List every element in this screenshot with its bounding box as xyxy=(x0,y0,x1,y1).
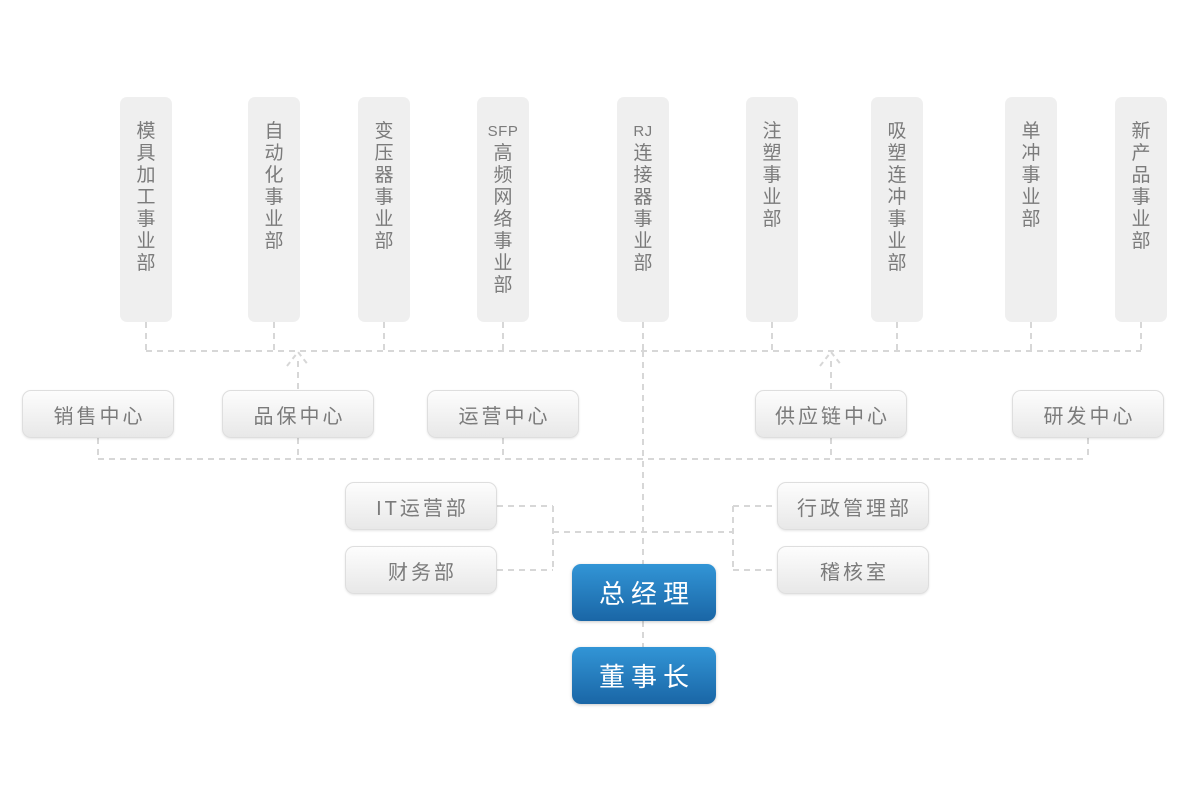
vertical-label-segment: 变 xyxy=(374,121,394,142)
vertical-label-segment: 部 xyxy=(1021,209,1041,230)
vertical-label-segment: 事 xyxy=(633,209,653,230)
vertical-label-segment: 网 xyxy=(493,187,513,208)
vertical-label-segment: 冲 xyxy=(887,187,907,208)
department-node-admin-label: 行政管理部 xyxy=(797,497,912,520)
division-node-sfp: SFP 高频网络事业部 xyxy=(477,97,529,322)
vertical-label-segment: 加 xyxy=(136,165,156,186)
vertical-label-segment: 部 xyxy=(493,275,513,296)
department-node-audit: 稽核室 xyxy=(777,546,929,594)
vertical-label-segment: 吸 xyxy=(887,121,907,142)
center-node-rnd: 研发中心 xyxy=(1012,390,1164,438)
division-node-automation: 自动化事业部 xyxy=(248,97,300,322)
vertical-label-segment: 事 xyxy=(374,187,394,208)
vertical-label-segment: 塑 xyxy=(762,143,782,164)
vertical-label-segment: 化 xyxy=(264,165,284,186)
vertical-label-segment: 冲 xyxy=(1021,143,1041,164)
vertical-label-segment: 事 xyxy=(762,165,782,186)
department-node-finance-label: 财务部 xyxy=(388,561,457,584)
center-node-operations: 运营中心 xyxy=(427,390,579,438)
center-node-sales: 销售中心 xyxy=(22,390,174,438)
division-node-injection: 注塑事业部 xyxy=(746,97,798,322)
vertical-label-segment: 连 xyxy=(633,143,653,164)
department-node-audit-label: 稽核室 xyxy=(820,561,889,584)
executive-node-general-manager: 总经理 xyxy=(572,564,716,621)
up-arrow-icon xyxy=(819,350,843,367)
department-node-it-ops-label: IT运营部 xyxy=(376,497,469,520)
vertical-label-segment: 模 xyxy=(136,121,156,142)
vertical-label-segment: 产 xyxy=(1131,143,1151,164)
vertical-label-segment: 事 xyxy=(493,231,513,252)
center-node-rnd-label: 研发中心 xyxy=(1043,405,1136,428)
vertical-label-segment: 业 xyxy=(374,209,394,230)
vertical-label-segment: 业 xyxy=(762,187,782,208)
vertical-label-segment: 自 xyxy=(264,121,284,142)
vertical-label-segment: 部 xyxy=(264,231,284,252)
vertical-label-segment: 事 xyxy=(1021,165,1041,186)
vertical-label-segment: 部 xyxy=(136,253,156,274)
center-node-sales-label: 销售中心 xyxy=(53,405,146,428)
center-node-quality-label: 品保中心 xyxy=(253,405,346,428)
vertical-label-segment: 部 xyxy=(762,209,782,230)
executive-node-chairman: 董事长 xyxy=(572,647,716,704)
vertical-label-segment: 频 xyxy=(493,165,513,186)
vertical-label-segment: 业 xyxy=(264,209,284,230)
vertical-label-segment: 高 xyxy=(493,143,513,164)
executive-node-chairman-label: 董事长 xyxy=(598,662,695,692)
center-node-supply-chain: 供应链中心 xyxy=(755,390,907,438)
vertical-label-segment: 部 xyxy=(633,253,653,274)
vertical-label-segment: 器 xyxy=(633,187,653,208)
vertical-label-segment: 业 xyxy=(633,231,653,252)
department-node-admin: 行政管理部 xyxy=(777,482,929,530)
vertical-label-segment: 事 xyxy=(264,187,284,208)
vertical-label-segment: 注 xyxy=(762,121,782,142)
vertical-label-segment: SFP xyxy=(487,123,519,140)
vertical-label-segment: 接 xyxy=(633,165,653,186)
vertical-label-segment: 动 xyxy=(264,143,284,164)
vertical-label-segment: 业 xyxy=(1021,187,1041,208)
vertical-label-segment: 络 xyxy=(493,209,513,230)
vertical-label-segment: 连 xyxy=(887,165,907,186)
vertical-label-segment: 工 xyxy=(136,187,156,208)
division-node-transformer: 变压器事业部 xyxy=(358,97,410,322)
division-node-single-punch: 单冲事业部 xyxy=(1005,97,1057,322)
division-node-new-product: 新产品事业部 xyxy=(1115,97,1167,322)
vertical-label-segment: 事 xyxy=(1131,187,1151,208)
vertical-label-segment: 器 xyxy=(374,165,394,186)
vertical-label-segment: 部 xyxy=(887,253,907,274)
vertical-label-segment: 事 xyxy=(136,209,156,230)
vertical-label-segment: 压 xyxy=(374,143,394,164)
vertical-label-segment: RJ xyxy=(633,123,653,140)
vertical-label-segment: 单 xyxy=(1021,121,1041,142)
vertical-label-segment: 业 xyxy=(493,253,513,274)
vertical-label-segment: 事 xyxy=(887,209,907,230)
center-node-operations-label: 运营中心 xyxy=(458,405,551,428)
vertical-label-segment: 部 xyxy=(1131,231,1151,252)
vertical-label-segment: 塑 xyxy=(887,143,907,164)
executive-node-general-manager-label: 总经理 xyxy=(598,579,695,609)
vertical-label-segment: 部 xyxy=(374,231,394,252)
department-node-finance: 财务部 xyxy=(345,546,497,594)
up-arrow-icon xyxy=(286,350,310,367)
vertical-label-segment: 业 xyxy=(1131,209,1151,230)
vertical-label-segment: 具 xyxy=(136,143,156,164)
division-node-rj: RJ 连接器事业部 xyxy=(617,97,669,322)
division-node-mold: 模具加工事业部 xyxy=(120,97,172,322)
center-node-supply-chain-label: 供应链中心 xyxy=(775,405,890,428)
center-node-quality: 品保中心 xyxy=(222,390,374,438)
vertical-label-segment: 业 xyxy=(136,231,156,252)
vertical-label-segment: 品 xyxy=(1131,165,1151,186)
division-node-blister: 吸塑连冲事业部 xyxy=(871,97,923,322)
vertical-label-segment: 业 xyxy=(887,231,907,252)
vertical-label-segment: 新 xyxy=(1131,121,1151,142)
department-node-it-ops: IT运营部 xyxy=(345,482,497,530)
